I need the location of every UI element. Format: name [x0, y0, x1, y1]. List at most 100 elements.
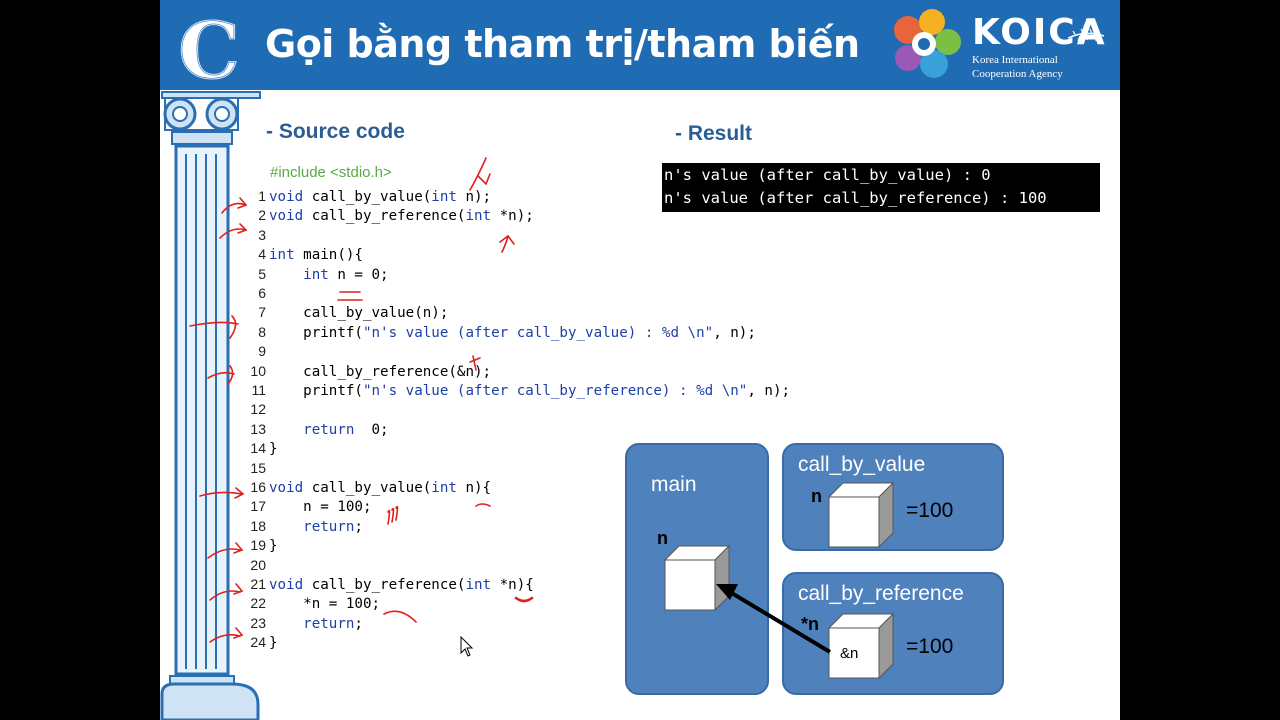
code-text: int n = 0;	[303, 266, 389, 283]
pointer-arrow	[716, 584, 832, 654]
code-line: 24}	[246, 634, 278, 652]
code-text: call_by_reference(&n);	[269, 363, 492, 380]
source-code-heading: - Source code	[266, 120, 405, 143]
main-box: main	[625, 443, 769, 695]
code-line: 23 return;	[246, 615, 363, 632]
call-by-reference-n-cube	[827, 612, 895, 680]
code-text: }	[269, 441, 278, 458]
code-text: printf("n's value (after call_by_referen…	[269, 383, 791, 399]
code-line: 5 int n = 0;	[246, 265, 389, 283]
line-number: 9	[258, 343, 266, 360]
code-line: 9	[246, 343, 269, 360]
call-by-value-n-cube	[827, 481, 895, 549]
code-line: 8 printf("n's value (after call_by_value…	[246, 324, 756, 341]
code-text: void call_by_reference(int *n);	[269, 208, 534, 225]
laurel-icon	[1067, 28, 1105, 42]
code-text: n = 100;	[269, 499, 372, 516]
diagram-shapes	[663, 481, 895, 680]
code-text: call_by_value(n);	[269, 305, 449, 322]
code-text: }	[269, 635, 278, 652]
ionic-pillar-decoration	[160, 91, 261, 720]
line-number: 5	[258, 265, 266, 282]
line-number: 12	[250, 401, 266, 418]
line-number: 20	[250, 556, 266, 573]
line-number: 14	[250, 440, 266, 457]
call-by-value-label: call_by_value	[798, 453, 926, 476]
console-line-2: n's value (after call_by_reference) : 10…	[664, 189, 1047, 207]
code-text: void call_by_reference(int *n){	[269, 577, 534, 593]
code-line: 19}	[246, 537, 278, 555]
slide-title: Gọi bằng tham trị/tham biến	[265, 22, 860, 66]
code-text: }	[269, 538, 278, 555]
slide-header: C C Gọi bằng tham trị/tham biến KOICA Ko…	[160, 0, 1120, 90]
value-var-n: n	[811, 486, 822, 506]
line-number: 4	[258, 246, 266, 263]
code-line: 17 n = 100;	[246, 498, 372, 516]
code-line: 10 call_by_reference(&n);	[246, 363, 491, 380]
code-line: 3	[246, 227, 269, 244]
line-number: 8	[258, 323, 266, 340]
line-number: 22	[250, 595, 266, 612]
line-number: 2	[258, 207, 266, 224]
code-line: 15	[246, 460, 269, 477]
call-by-reference-label: call_by_reference	[798, 582, 964, 605]
line-number: 17	[250, 498, 266, 515]
line-number: 7	[258, 304, 266, 321]
code-text: return;	[303, 518, 363, 535]
koica-logo: KOICA Korea International Cooperation Ag…	[886, 6, 1106, 86]
line-number: 21	[250, 576, 266, 592]
ref-eq: =100	[906, 635, 954, 658]
code-text: printf("n's value (after call_by_value) …	[269, 324, 756, 341]
main-var-n: n	[657, 528, 668, 548]
code-line: 20	[246, 557, 269, 574]
memory-diagram: main call_by_value call_by_reference	[620, 440, 1010, 700]
code-text: int main(){	[269, 247, 363, 264]
svg-text:C: C	[178, 8, 240, 88]
result-heading: - Result	[675, 122, 753, 145]
code-text: *n = 100;	[269, 596, 381, 613]
koica-subtitle-line1: Korea International	[972, 54, 1058, 66]
ref-cube-address: &n	[840, 645, 859, 662]
svg-text:C: C	[178, 8, 240, 88]
code-line: 7 call_by_value(n);	[246, 304, 448, 321]
line-number: 13	[250, 420, 266, 437]
code-text: return;	[303, 615, 363, 632]
line-number: 15	[250, 459, 266, 476]
code-line: 6	[246, 285, 269, 302]
code-line: 14}	[246, 440, 278, 458]
code-text: void call_by_value(int n);	[269, 189, 492, 205]
line-number: 18	[250, 517, 266, 534]
code-line: 13 return 0;	[246, 420, 389, 438]
code-text: void call_by_value(int n){	[269, 480, 492, 496]
line-number: 23	[250, 614, 266, 631]
line-number: 19	[250, 537, 266, 554]
console-line-1: n's value (after call_by_value) : 0	[664, 166, 991, 184]
koica-subtitle-line2: Cooperation Agency	[972, 68, 1063, 80]
code-line: 11 printf("n's value (after call_by_refe…	[246, 382, 790, 399]
slide: C C Gọi bằng tham trị/tham biến KOICA Ko…	[160, 0, 1120, 720]
line-number: 6	[258, 285, 266, 301]
line-number: 11	[251, 382, 266, 398]
value-eq: =100	[906, 499, 954, 522]
main-n-cube	[663, 544, 731, 612]
koica-emblem-icon	[894, 9, 961, 78]
line-number: 24	[250, 634, 266, 651]
code-text: return 0;	[303, 421, 389, 438]
line-number: 3	[258, 226, 266, 243]
c-language-logo-icon: C C	[177, 8, 241, 88]
ref-var-pointer: *n	[801, 614, 819, 634]
console-output: n's value (after call_by_value) : 0 n's v…	[662, 163, 1100, 212]
line-number: 16	[250, 479, 266, 495]
line-number: 10	[250, 362, 266, 379]
line-number: 1	[258, 188, 266, 204]
main-box-label: main	[651, 473, 697, 496]
code-line: 22 *n = 100;	[246, 595, 380, 612]
include-line: #include <stdio.h>	[270, 164, 392, 181]
mouse-cursor-icon	[460, 636, 474, 657]
code-line: 18 return;	[246, 518, 363, 535]
